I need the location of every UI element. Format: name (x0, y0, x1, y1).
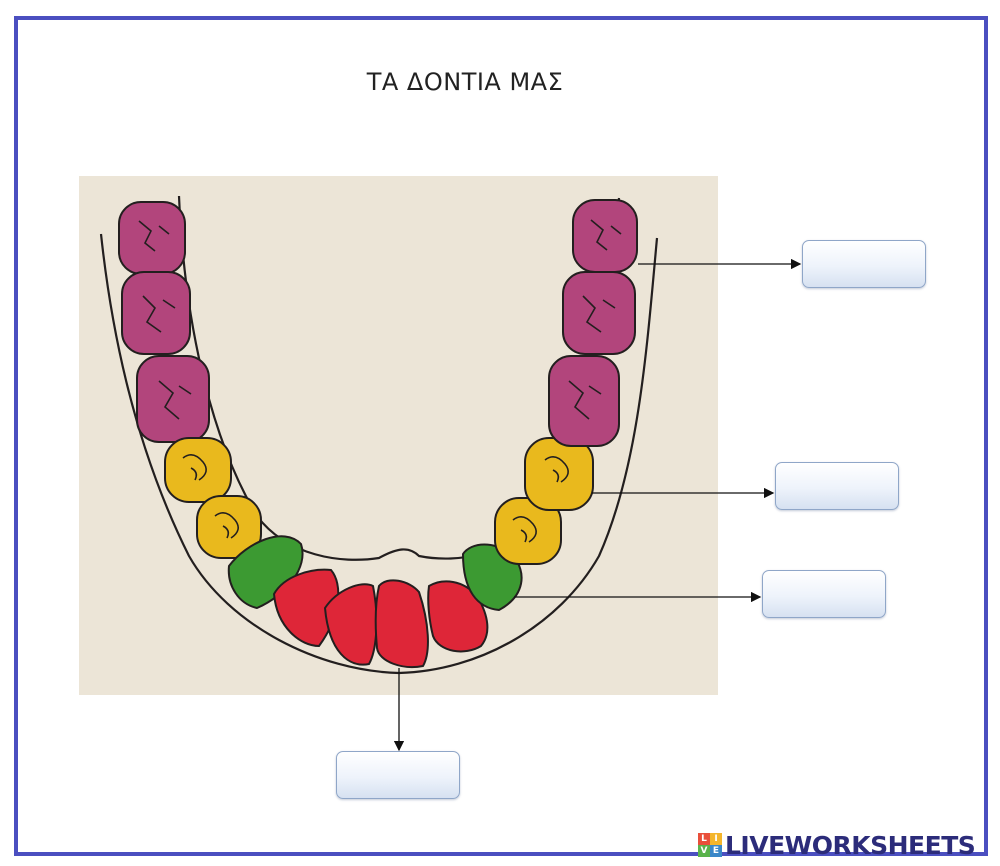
molars-right (548, 199, 638, 447)
premolars-right (494, 437, 594, 565)
logo-letter: V (698, 845, 710, 857)
liveworksheets-logo-icon: L I V E (698, 833, 722, 857)
answer-molars-input[interactable] (802, 240, 926, 288)
liveworksheets-name: LIVEWORKSHEETS (725, 830, 976, 860)
logo-letter: E (710, 845, 722, 857)
logo-letter: I (710, 833, 722, 845)
answer-canines-input[interactable] (762, 570, 886, 618)
worksheet-title: ΤΑ ΔΟΝΤΙΑ ΜΑΣ (366, 68, 564, 96)
incisors (272, 568, 489, 668)
answer-incisors-input[interactable] (336, 751, 460, 799)
molars-left (118, 201, 210, 443)
canine-left (227, 535, 304, 610)
logo-letter: L (698, 833, 710, 845)
answer-premolars-input[interactable] (775, 462, 899, 510)
liveworksheets-brand[interactable]: L I V E LIVEWORKSHEETS (698, 830, 976, 860)
worksheet-frame (14, 16, 988, 856)
premolars-left (164, 437, 262, 559)
teeth-illustration (79, 176, 718, 695)
